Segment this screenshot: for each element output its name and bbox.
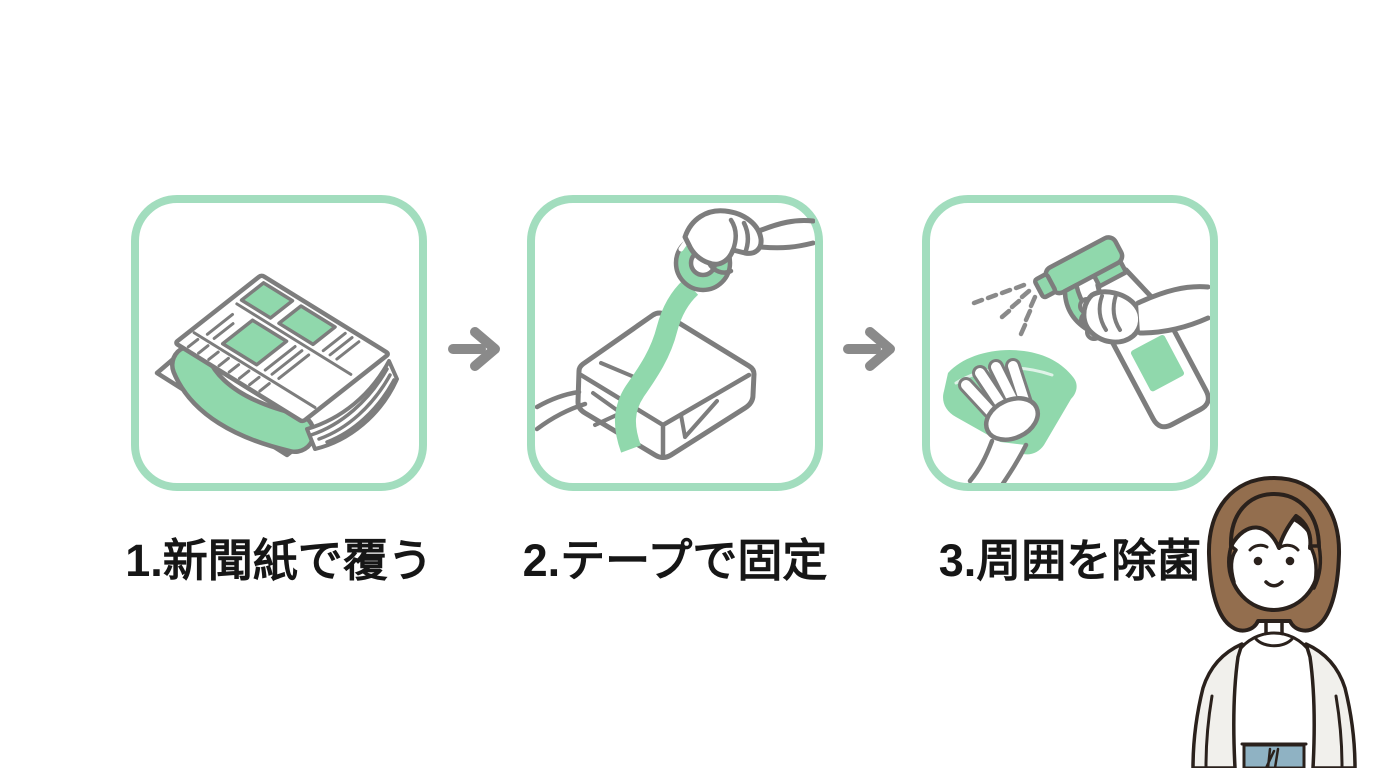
arrow-right-icon [843,327,895,371]
arrow-right-icon [448,327,500,371]
newspaper-icon [154,203,399,458]
step-card-2 [527,195,823,491]
step-label-2: 2.テープで固定 [522,535,828,586]
step-label-1: 1.新聞紙で覆う [125,535,433,586]
woman-character [1191,476,1357,768]
spray-icon [943,235,1210,483]
tape-icon [535,208,815,460]
step-card-3 [922,195,1218,491]
step-label-3: 3.周囲を除菌 [938,535,1202,586]
step-card-1 [131,195,427,491]
